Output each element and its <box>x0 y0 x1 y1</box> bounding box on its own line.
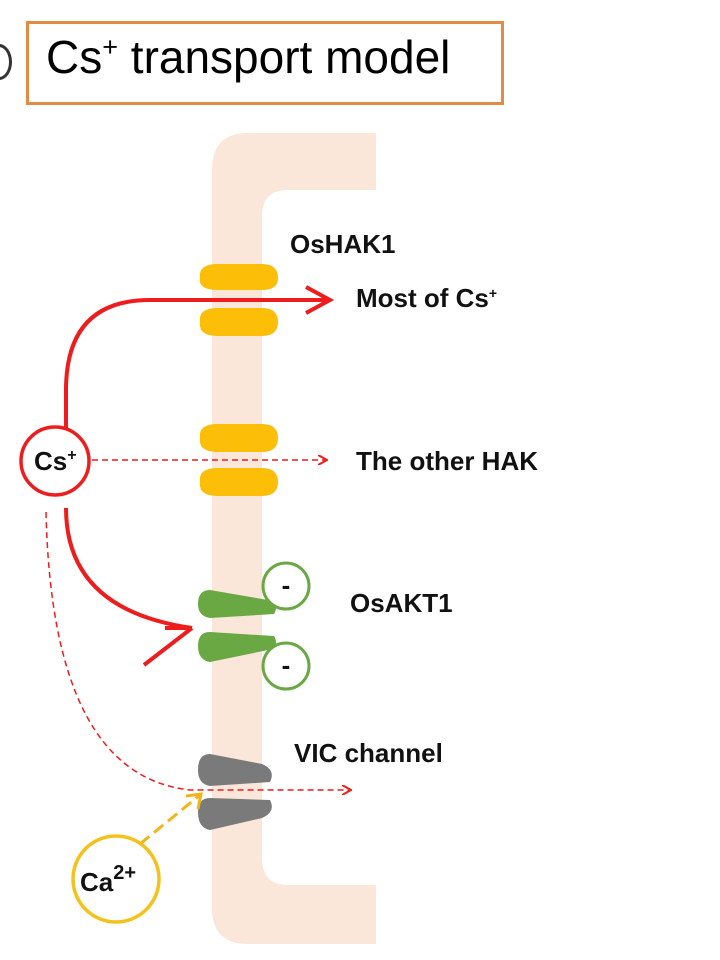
negative-charge-lower-sign: - <box>282 650 291 680</box>
title-main: Cs <box>46 31 103 83</box>
label-vic-channel: VIC channel <box>294 738 443 768</box>
title-superscript: + <box>102 32 119 62</box>
oshak1-lower-subunit <box>199 308 278 336</box>
cs-ion-sup: + <box>67 447 76 464</box>
ca-ion-label: Ca2+ <box>80 862 136 897</box>
oshak1-arrowhead <box>305 285 335 315</box>
other-hak-upper-subunit <box>199 424 278 452</box>
label-oshak1: OsHAK1 <box>290 229 395 259</box>
title-rest: transport model <box>118 31 451 83</box>
title-box <box>26 21 504 105</box>
osakt1-lower-subunit <box>198 632 276 662</box>
label-most-of-cs-base: Most of Cs <box>356 283 489 313</box>
cs-flux-to-oshak1-arrow <box>64 298 328 430</box>
ca-regulation-arrow <box>139 793 201 846</box>
cs-ion <box>19 425 91 497</box>
label-osakt1: OsAKT1 <box>350 588 453 618</box>
negative-charge-lower <box>261 641 311 691</box>
cs-flux-to-osakt1-arrow <box>64 507 193 630</box>
ca-ion-base: Ca <box>80 867 114 897</box>
vic-lower-subunit <box>198 798 272 830</box>
ca-ion <box>71 834 161 924</box>
ca-regulation-arrowhead <box>185 792 203 810</box>
negative-charge-upper-sign: - <box>282 570 291 600</box>
other-hak-lower-subunit <box>199 468 278 496</box>
cs-flux-to-vic-arrow <box>45 511 350 790</box>
vic-upper-subunit <box>198 754 272 786</box>
negative-charge-upper <box>261 561 311 611</box>
label-other-hak: The other HAK <box>356 446 538 476</box>
oshak1-upper-subunit <box>199 264 278 290</box>
ca-ion-sup: 2+ <box>113 862 136 884</box>
label-most-of-cs: Most of Cs+ <box>356 283 497 313</box>
osakt1-upper-subunit <box>198 590 276 618</box>
osakt1-arrowhead <box>142 626 194 667</box>
label-most-of-cs-sup: + <box>489 285 497 301</box>
diagram-title: Cs+ transport model <box>46 31 451 83</box>
cs-ion-base: Cs <box>34 446 67 476</box>
cs-ion-label: Cs+ <box>34 446 77 476</box>
